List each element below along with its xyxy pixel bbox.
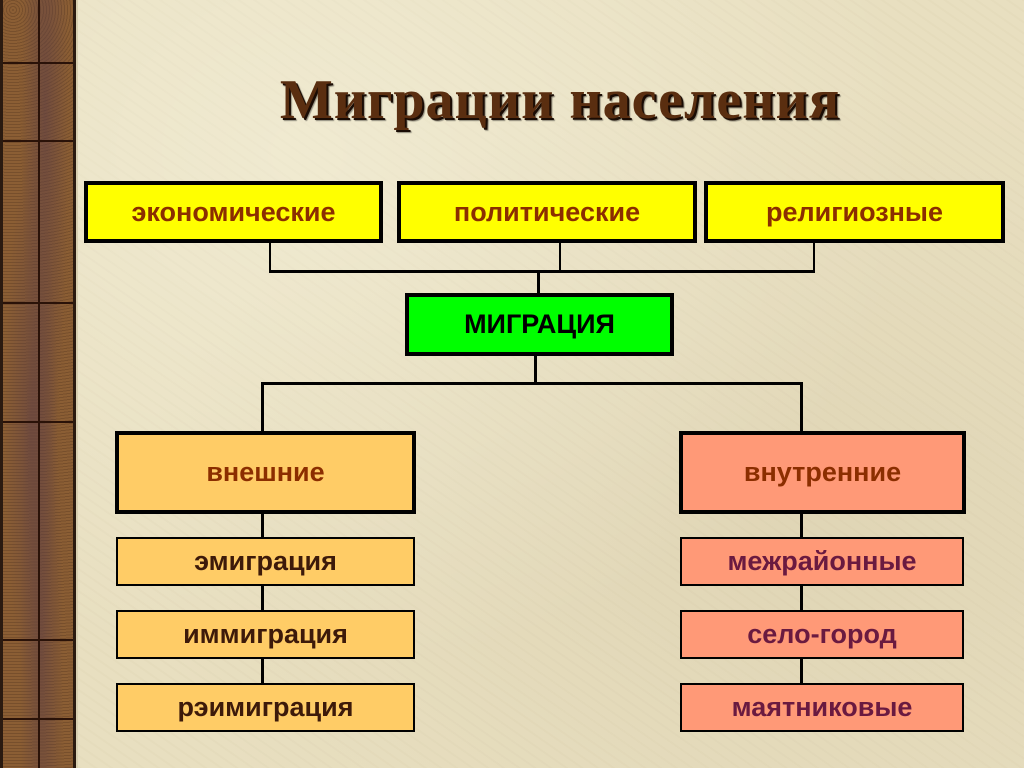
sidebar-divider bbox=[3, 421, 73, 423]
cause-label: политические bbox=[453, 196, 641, 227]
category-box-internal: внутренние bbox=[679, 431, 966, 514]
connector-line bbox=[534, 355, 537, 384]
center-label: МИГРАЦИЯ bbox=[464, 309, 615, 339]
subitem-label: иммиграция bbox=[183, 619, 348, 649]
sidebar-divider bbox=[3, 718, 73, 720]
subitem-label: эмиграция bbox=[194, 546, 337, 576]
sidebar-divider bbox=[3, 62, 73, 64]
cause-box-economic: экономические bbox=[84, 181, 383, 243]
slide-title: Миграции населения bbox=[279, 69, 841, 131]
decorative-sidebar bbox=[0, 0, 76, 768]
connector-line bbox=[537, 270, 540, 294]
subitem-box-pendulum: маятниковые bbox=[680, 683, 964, 732]
subitem-label: село-город bbox=[747, 619, 897, 649]
cause-label: религиозные bbox=[765, 196, 944, 227]
connector-line bbox=[813, 243, 815, 272]
cause-box-political: политические bbox=[397, 181, 697, 243]
subitem-label: маятниковые bbox=[731, 692, 913, 722]
sidebar-divider bbox=[3, 639, 73, 641]
center-box-migration: МИГРАЦИЯ bbox=[405, 293, 674, 356]
subitem-box-immigration: иммиграция bbox=[116, 610, 415, 659]
connector-line bbox=[269, 243, 271, 272]
subitem-box-village-city: село-город bbox=[680, 610, 964, 659]
category-label: внешние bbox=[206, 457, 325, 487]
subitem-label: рэимиграция bbox=[177, 692, 354, 722]
sidebar-divider bbox=[3, 140, 73, 142]
connector-line bbox=[261, 513, 264, 685]
connector-line bbox=[261, 382, 264, 432]
sidebar-edge bbox=[76, 0, 78, 768]
subitem-box-reemigration: рэимиграция bbox=[116, 683, 415, 732]
subitem-box-emigration: эмиграция bbox=[116, 537, 415, 586]
category-box-external: внешние bbox=[115, 431, 416, 514]
cause-box-religious: религиозные bbox=[704, 181, 1005, 243]
connector-line bbox=[800, 382, 803, 432]
sidebar-divider bbox=[38, 0, 40, 768]
connector-line bbox=[800, 513, 803, 685]
connector-line bbox=[269, 270, 815, 273]
subitem-label: межрайонные bbox=[727, 546, 917, 576]
connector-line bbox=[559, 243, 561, 272]
category-label: внутренние bbox=[743, 457, 902, 487]
subitem-box-interregional: межрайонные bbox=[680, 537, 964, 586]
connector-line bbox=[261, 382, 803, 385]
sidebar-divider bbox=[3, 302, 73, 304]
cause-label: экономические bbox=[131, 196, 336, 227]
